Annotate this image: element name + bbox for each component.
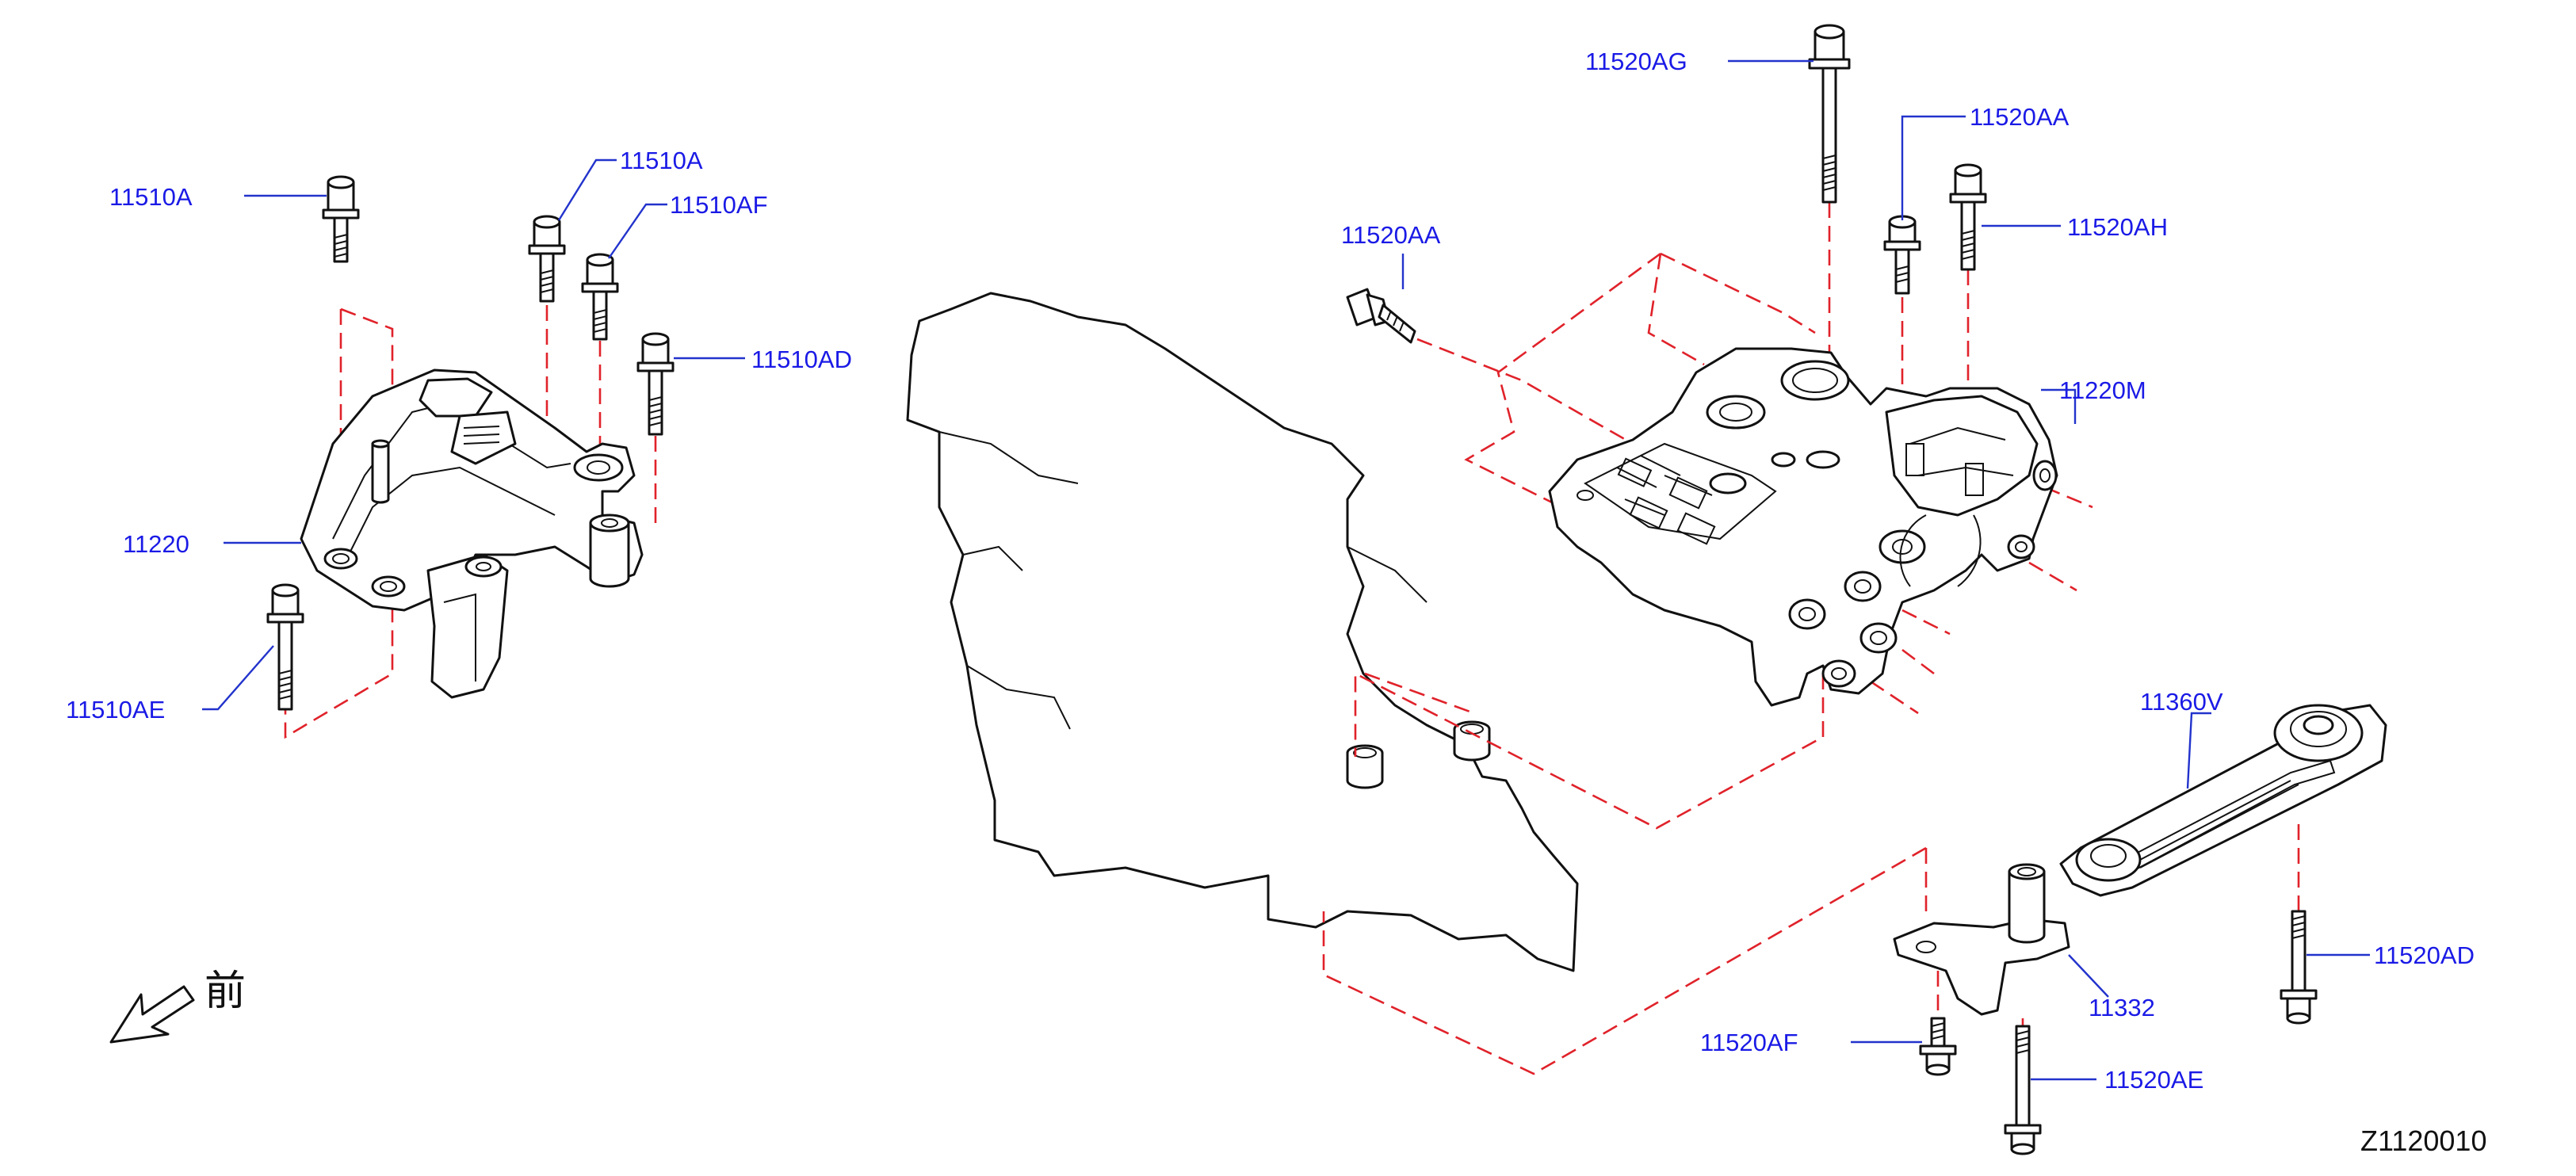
bolt-11510a-left bbox=[322, 175, 360, 263]
callout-11510a-left[interactable]: 11510A bbox=[109, 183, 193, 211]
figure-code: Z1120010 bbox=[2360, 1124, 2487, 1157]
callout-11510af[interactable]: 11510AF bbox=[670, 191, 768, 219]
bolt-11520aa-top bbox=[1883, 215, 1921, 295]
left-mount-bracket-11220 bbox=[300, 368, 644, 699]
bolts bbox=[266, 24, 2318, 1155]
engine-block-outline bbox=[906, 292, 1579, 972]
bolt-11520aa-left bbox=[1346, 288, 1416, 344]
bolt-11510ad bbox=[636, 332, 675, 436]
callout-11220[interactable]: 11220 bbox=[123, 530, 189, 558]
callout-11520ae[interactable]: 11520AE bbox=[2104, 1066, 2204, 1094]
torque-rod-11360v bbox=[2059, 704, 2387, 897]
front-direction-arrow-icon bbox=[109, 985, 195, 1044]
front-label: 前 bbox=[204, 968, 247, 1015]
bolt-11520ae bbox=[2004, 1025, 2042, 1155]
lower-bracket-11332 bbox=[1893, 863, 2070, 1016]
callout-11510ae[interactable]: 11510AE bbox=[66, 696, 166, 724]
bolt-11510af bbox=[581, 253, 619, 341]
right-mount-bracket-11220m bbox=[1548, 347, 2058, 707]
bolt-11520af bbox=[1919, 1017, 1957, 1076]
callout-11510ad[interactable]: 11510AD bbox=[751, 346, 852, 373]
bolt-11520ag bbox=[1808, 24, 1851, 204]
callout-11360v[interactable]: 11360V bbox=[2140, 688, 2223, 716]
callout-11520ad[interactable]: 11520AD bbox=[2374, 941, 2475, 969]
bolt-11510ae bbox=[266, 583, 304, 711]
bolt-11510a-right bbox=[528, 215, 566, 303]
callout-11520ag[interactable]: 11520AG bbox=[1585, 48, 1687, 75]
leader-lines bbox=[202, 59, 2370, 1081]
bolt-11520ah bbox=[1949, 163, 1987, 271]
callout-11220m[interactable]: 11220M bbox=[2059, 376, 2146, 404]
callout-11520aa-top[interactable]: 11520AA bbox=[1970, 103, 2070, 131]
callout-11520af[interactable]: 11520AF bbox=[1700, 1029, 1798, 1056]
callout-11520aa-left[interactable]: 11520AA bbox=[1341, 221, 1441, 249]
callout-11332[interactable]: 11332 bbox=[2089, 994, 2155, 1021]
callout-11520ah[interactable]: 11520AH bbox=[2067, 213, 2168, 241]
callout-11510a-right[interactable]: 11510A bbox=[620, 147, 703, 174]
bolt-11520ad bbox=[2280, 910, 2318, 1025]
